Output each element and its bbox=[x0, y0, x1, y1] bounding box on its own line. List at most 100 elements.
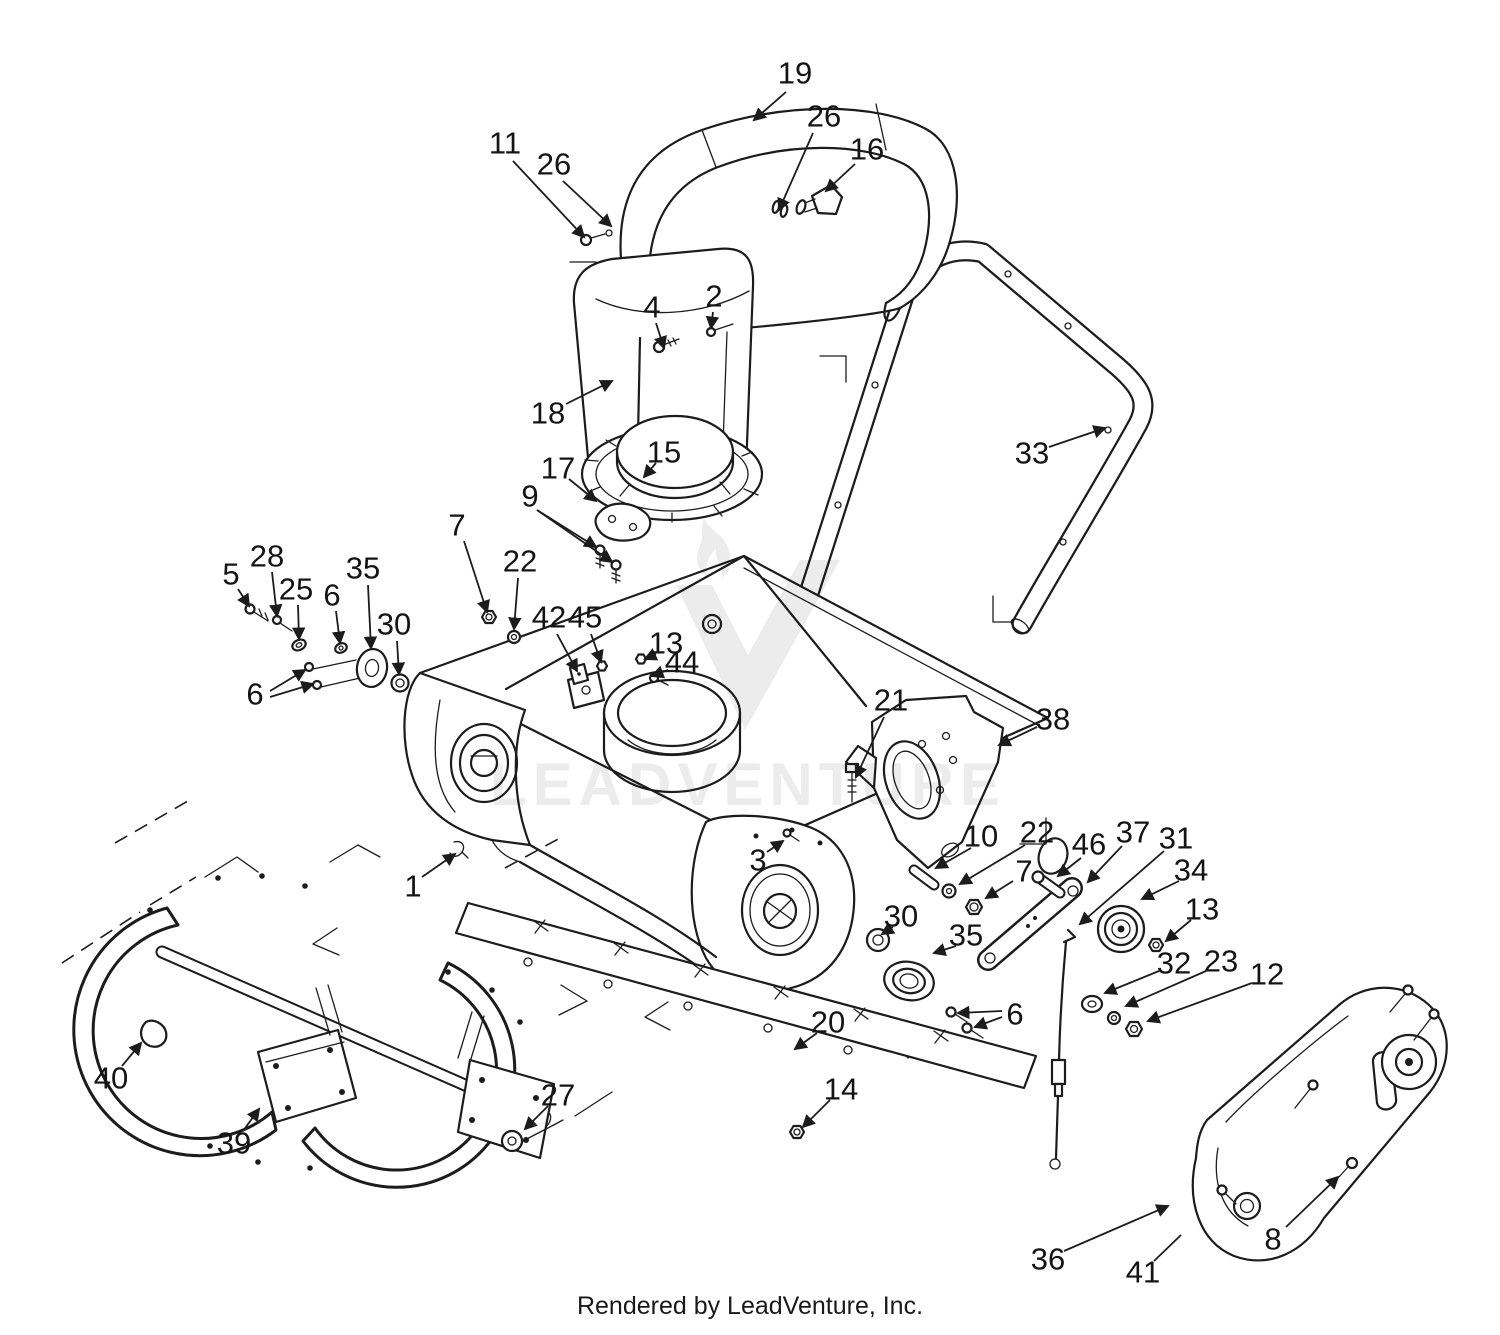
part-label-31: 31 bbox=[1159, 821, 1193, 856]
watermark: LEADVENTURE bbox=[490, 518, 1006, 818]
leader-line-30 bbox=[391, 640, 406, 677]
leader-line-31 bbox=[1078, 850, 1165, 926]
scraper-bar-20 bbox=[454, 901, 1038, 1090]
part-label-8: 8 bbox=[1264, 1222, 1281, 1257]
part-label-20: 20 bbox=[811, 1005, 845, 1040]
hardware-bottom bbox=[500, 1119, 806, 1153]
part-label-18: 18 bbox=[531, 396, 565, 431]
part-label-16: 16 bbox=[850, 132, 884, 167]
part-label-2: 2 bbox=[705, 279, 722, 314]
part-label-34: 34 bbox=[1174, 853, 1208, 888]
part-label-35: 35 bbox=[346, 551, 380, 586]
leader-line-26 bbox=[777, 132, 814, 212]
chute-ring-assembly-15 bbox=[580, 414, 764, 523]
leader-line-45 bbox=[590, 633, 604, 664]
leader-line-40 bbox=[121, 1041, 143, 1067]
leader-line-2 bbox=[705, 311, 720, 331]
part-label-6: 6 bbox=[246, 677, 263, 712]
leader-line-35 bbox=[932, 943, 957, 956]
watermark-flame-icon bbox=[697, 518, 731, 578]
leader-line-36 bbox=[1063, 1204, 1170, 1252]
leader-line-30 bbox=[880, 922, 896, 936]
leader-line-20 bbox=[793, 1032, 818, 1051]
idler-arm-37 bbox=[977, 877, 1083, 971]
leader-line-5 bbox=[237, 588, 251, 608]
clutch-cable-31 bbox=[1049, 928, 1077, 1170]
leader-line-8 bbox=[1285, 1175, 1340, 1228]
leader-line-42 bbox=[556, 633, 578, 673]
footer-credit: Rendered by LeadVenture, Inc. bbox=[576, 1292, 924, 1320]
pulley-34 bbox=[1096, 904, 1146, 954]
chute-bracket-17 bbox=[594, 502, 652, 542]
part-label-14: 14 bbox=[824, 1072, 858, 1107]
part-label-30: 30 bbox=[884, 899, 918, 934]
part-label-21: 21 bbox=[874, 683, 908, 718]
leader-line-39 bbox=[242, 1107, 261, 1132]
leader-line-6 bbox=[973, 1016, 1003, 1030]
leader-line-10 bbox=[934, 847, 972, 870]
leader-line-1 bbox=[421, 852, 457, 878]
leader-line-32 bbox=[1103, 970, 1160, 995]
leader-line-21 bbox=[854, 716, 885, 779]
leader-line-35 bbox=[363, 584, 378, 651]
leader-line-17 bbox=[568, 478, 598, 503]
part-label-28: 28 bbox=[250, 539, 284, 574]
part-label-22: 22 bbox=[503, 544, 537, 579]
leader-line-6 bbox=[269, 680, 315, 698]
part-label-11: 11 bbox=[489, 126, 521, 161]
leader-line-23 bbox=[1124, 970, 1207, 1008]
part-label-26: 26 bbox=[807, 99, 841, 134]
part-label-40: 40 bbox=[94, 1061, 128, 1096]
part-label-25: 25 bbox=[279, 572, 313, 607]
part-label-9: 9 bbox=[521, 479, 538, 514]
part-label-10: 10 bbox=[964, 819, 998, 854]
leader-line-11 bbox=[512, 160, 586, 239]
part-label-42: 42 bbox=[532, 600, 566, 635]
part-label-6: 6 bbox=[323, 578, 340, 613]
leader-line-26 bbox=[562, 180, 613, 228]
leader-line-13 bbox=[643, 648, 659, 661]
part-label-32: 32 bbox=[1157, 946, 1191, 981]
leader-line-22 bbox=[508, 577, 522, 632]
diagram-artwork bbox=[61, 103, 1448, 1262]
part-label-46: 46 bbox=[1072, 827, 1106, 862]
part-label-13: 13 bbox=[649, 626, 683, 661]
part-label-26: 26 bbox=[537, 147, 571, 182]
leader-line-25 bbox=[291, 604, 306, 642]
leader-line-28 bbox=[268, 571, 283, 619]
belt-cover-36-41 bbox=[1191, 984, 1448, 1262]
leader-line-7 bbox=[463, 540, 490, 614]
watermark-v-icon bbox=[676, 560, 840, 730]
part-label-1: 1 bbox=[404, 869, 421, 904]
leader-line-4 bbox=[654, 322, 667, 350]
leader-line-6 bbox=[331, 610, 346, 646]
leader-line-46 bbox=[1056, 857, 1082, 878]
leader-line-6 bbox=[269, 668, 307, 692]
screws-9 bbox=[594, 544, 622, 584]
part-label-37: 37 bbox=[1116, 815, 1150, 850]
auger-assembly-39-40 bbox=[72, 873, 556, 1189]
leader-line-37 bbox=[1086, 845, 1123, 884]
part-label-27: 27 bbox=[541, 1078, 575, 1113]
part-label-15: 15 bbox=[647, 435, 681, 470]
part-label-39: 39 bbox=[217, 1126, 251, 1161]
leader-line-19 bbox=[752, 91, 787, 122]
leader-line-38 bbox=[997, 726, 1038, 747]
part-label-38: 38 bbox=[1036, 702, 1070, 737]
leader-line-12 bbox=[1146, 982, 1253, 1024]
bolt-46 bbox=[1031, 870, 1066, 899]
leader-line-16 bbox=[824, 163, 856, 193]
leader-line-7 bbox=[984, 880, 1014, 900]
part-label-7: 7 bbox=[448, 508, 465, 543]
part-label-17: 17 bbox=[541, 451, 575, 486]
part-label-33: 33 bbox=[1015, 436, 1049, 471]
watermark-text: LEADVENTURE bbox=[490, 751, 1006, 818]
part-label-41: 41 bbox=[1126, 1255, 1160, 1290]
part-label-6: 6 bbox=[1006, 997, 1023, 1032]
leader-line-18 bbox=[565, 380, 614, 405]
leader-line-44 bbox=[650, 665, 669, 679]
leader-line-14 bbox=[801, 1099, 831, 1129]
